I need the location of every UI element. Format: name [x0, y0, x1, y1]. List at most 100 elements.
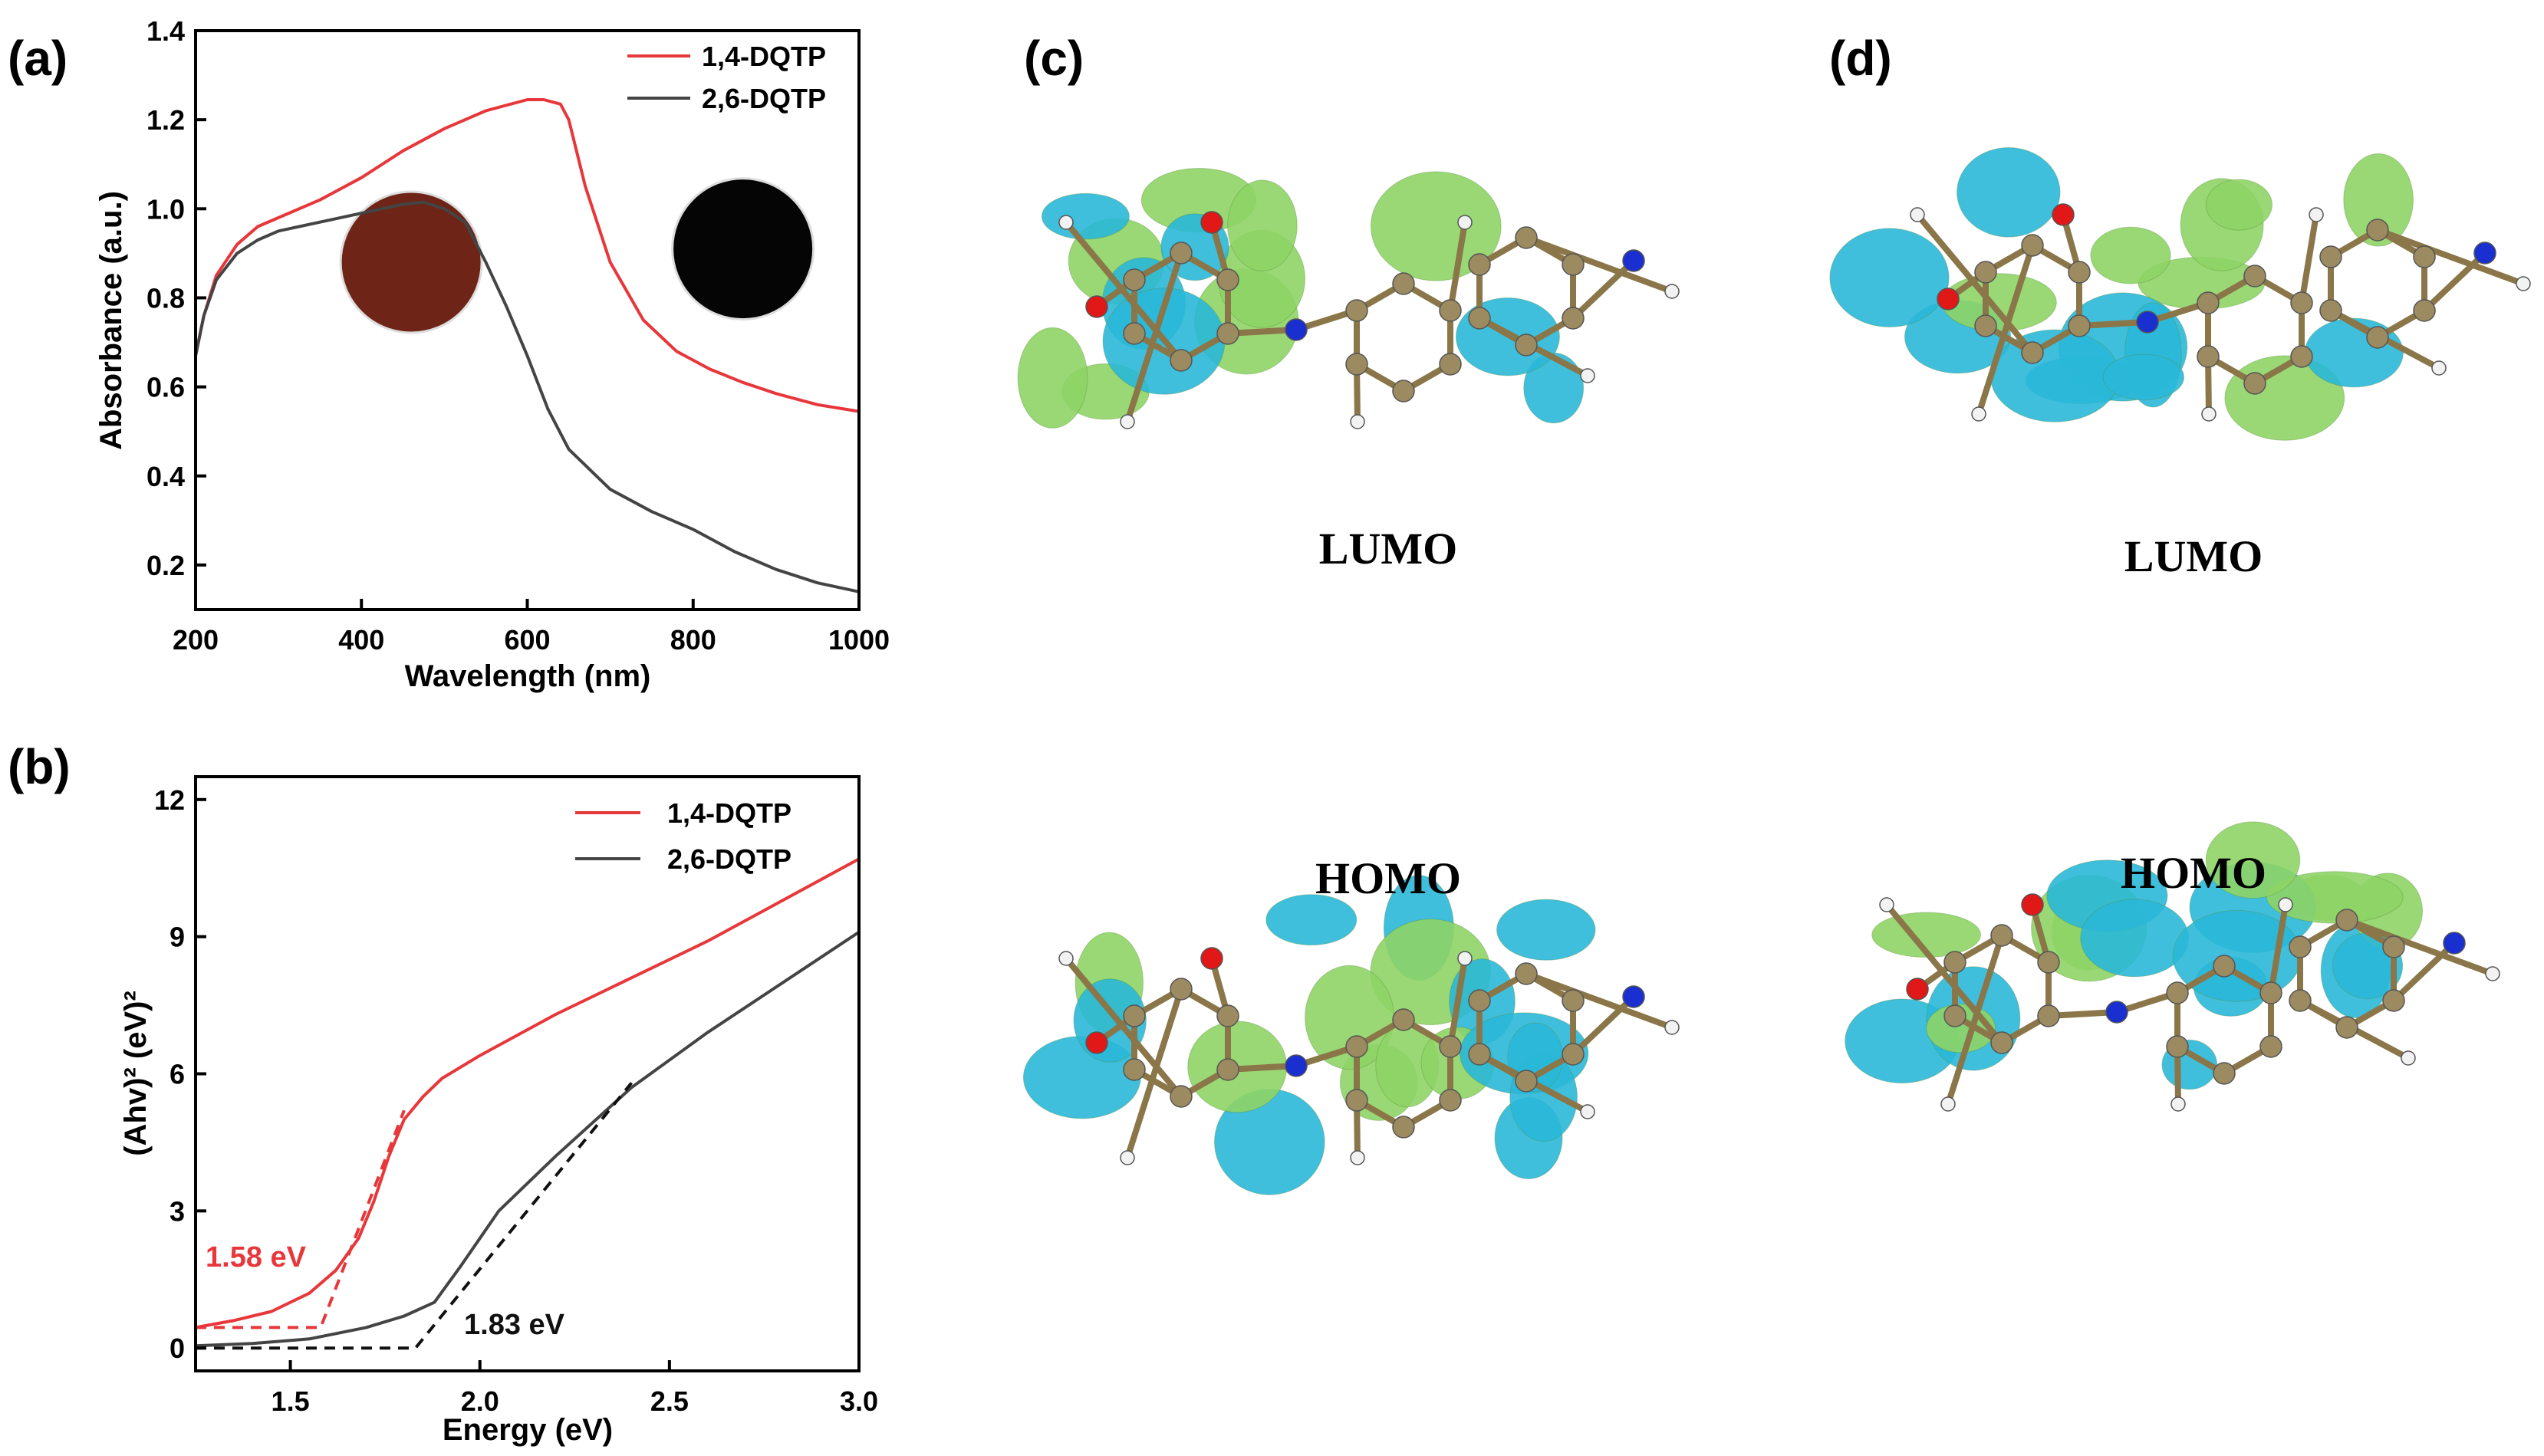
carbon-atom — [1216, 1058, 1239, 1081]
carbon-atom — [2290, 345, 2313, 368]
molecule-c-homo — [1022, 875, 1680, 1195]
carbon-atom — [2413, 299, 2436, 322]
panel-label-d: (d) — [1829, 31, 1892, 86]
hydrogen-atom — [2278, 897, 2293, 912]
carbon-atom — [2259, 981, 2282, 1004]
nitrogen-atom — [2443, 932, 2466, 955]
legend-label-1,4-dqtp-b: 1,4-DQTP — [667, 797, 792, 829]
hydrogen-atom — [1058, 215, 1074, 230]
hydrogen-atom — [1120, 414, 1135, 429]
panel-label-c: (c) — [1024, 31, 1084, 86]
orbital-lobe — [1496, 899, 1596, 961]
y-tick-label: 1.2 — [146, 104, 185, 136]
x-tick-label: 3.0 — [840, 1385, 878, 1417]
carbon-atom — [1515, 334, 1538, 357]
carbon-atom — [2068, 314, 2091, 337]
carbon-atom — [1468, 989, 1491, 1012]
legend-a: 1,4-DQTP 2,6-DQTP — [627, 41, 826, 114]
carbon-atom — [1123, 1004, 1146, 1027]
bandgap-label-2,6-dqtp: 1.83 eV — [464, 1309, 565, 1341]
bond — [1525, 235, 1674, 294]
oxygen-atom — [1085, 1031, 1108, 1054]
orbital-lobe — [1829, 228, 1950, 328]
bond — [1447, 222, 1468, 311]
carbon-atom — [1468, 1043, 1491, 1066]
carbon-atom — [1943, 951, 1966, 974]
panel-label-b: (b) — [8, 739, 71, 794]
carbon-atom — [2021, 341, 2044, 364]
nitrogen-atom — [1285, 1054, 1308, 1077]
hydrogen-atom — [2431, 360, 2447, 376]
y-axis-title-a: Absorbance (a.u.) — [94, 191, 128, 450]
carbon-atom — [2290, 291, 2313, 314]
orbital-lobe — [2266, 871, 2404, 924]
molecule-d-lumo — [1829, 147, 2531, 441]
carbon-atom — [2335, 909, 2358, 932]
carbon-atom — [1439, 1089, 1462, 1112]
carbon-atom — [2166, 981, 2189, 1004]
carbon-atom — [2366, 219, 2389, 242]
carbon-atom — [1123, 1058, 1146, 1081]
carbon-atom — [2243, 372, 2266, 395]
plot-frame-a — [194, 29, 861, 611]
carbon-atom — [2213, 955, 2236, 978]
x-tick-label: 2.5 — [650, 1385, 689, 1417]
nitrogen-atom — [1622, 249, 1645, 272]
hydrogen-atom — [2309, 207, 2324, 222]
carbon-atom — [2259, 1035, 2282, 1058]
series-line-1,4-DQTP — [194, 98, 860, 413]
hydrogen-atom — [1664, 284, 1680, 299]
carbon-atom — [1170, 978, 1193, 1001]
oxygen-atom — [1937, 288, 1960, 311]
hydrogen-atom — [2170, 1096, 2186, 1112]
orbital-lobe — [1989, 329, 2120, 422]
hydrogen-atom — [1940, 1096, 1956, 1112]
black-film-photo — [671, 177, 815, 321]
bond — [1945, 934, 2005, 1106]
hydrogen-atom — [1971, 406, 1986, 422]
carbon-atom — [1974, 261, 1997, 284]
orbital-lobe — [2343, 153, 2414, 247]
bond — [1447, 958, 1468, 1047]
carbon-atom — [2335, 1016, 2358, 1039]
bond — [1227, 327, 1297, 337]
orbital-lobe — [1227, 179, 1298, 271]
y-tick-label: 1.4 — [146, 15, 185, 47]
y-tick-label: 0.8 — [146, 282, 185, 314]
y-tick-label: 1.0 — [146, 193, 185, 225]
orbital-lobe — [1041, 192, 1130, 240]
carbon-atom — [2037, 951, 2060, 974]
sample-photos — [339, 177, 815, 334]
carbon-atom — [1562, 253, 1585, 276]
carbon-atom — [2213, 1062, 2236, 1085]
bond — [1884, 902, 2005, 1045]
carbon-atom — [1468, 307, 1491, 330]
nitrogen-atom — [2105, 1001, 2128, 1024]
carbon-atom — [1468, 253, 1491, 276]
molecule-c-lumo — [1017, 168, 1680, 429]
orbital-lobe — [1265, 894, 1358, 946]
series-line-2,6-DQTP — [194, 200, 860, 593]
carbon-atom — [1216, 322, 1239, 345]
panel-label-a: (a) — [8, 31, 67, 86]
bond — [1124, 988, 1184, 1159]
carbon-atom — [1990, 1031, 2013, 1054]
carbon-atom — [1170, 1085, 1193, 1108]
carbon-atom — [1123, 268, 1146, 291]
y-axis-title-b: (Ahv)² (eV)² — [119, 991, 153, 1156]
x-tick-label: 600 — [504, 624, 550, 656]
orbital-label-c-lumo: LUMO — [1319, 524, 1457, 574]
hydrogen-atom — [2485, 966, 2500, 981]
hydrogen-atom — [1910, 207, 1925, 222]
bond — [2268, 904, 2289, 994]
bond — [2345, 917, 2494, 977]
bond — [1063, 220, 1184, 363]
bond — [2078, 319, 2148, 329]
carbon-atom — [1990, 924, 2013, 947]
series-line-2,6-DQTP — [195, 931, 861, 1348]
bond — [2376, 227, 2525, 287]
carbon-atom — [1170, 349, 1193, 372]
oxygen-atom — [1200, 947, 1223, 970]
